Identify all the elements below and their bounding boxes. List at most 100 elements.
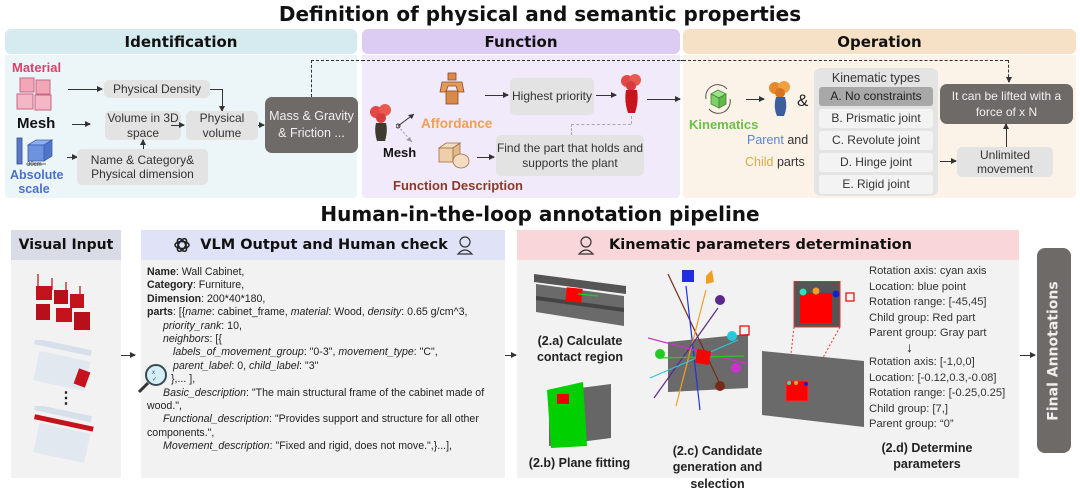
- cabinet-thumbnail-red: [36, 274, 90, 330]
- and-word: and: [787, 133, 809, 147]
- ruler-cube-icon: [16, 137, 54, 165]
- child-word: Child: [745, 155, 774, 169]
- unlimited-to-lifted-arrow: [1003, 123, 1009, 147]
- final-annotations-box: Final Annotations: [1037, 248, 1071, 453]
- param-before-list: Rotation axis: cyan axis Location: blue …: [869, 264, 1014, 342]
- kinematic-type-d: D. Hinge joint: [819, 153, 933, 172]
- movement-description-key: Movement_description: [163, 440, 270, 453]
- material-cubes-icon: [16, 77, 52, 111]
- contact-region-render: [534, 274, 626, 326]
- step-a-caption: (2.a) Calculate contact region: [536, 334, 624, 365]
- kinematics-label: Kinematics: [689, 117, 759, 132]
- affordance-to-priority-arrow: [485, 92, 509, 98]
- kinematic-types-title: Kinematic types: [831, 71, 921, 85]
- physical-volume-box: Physical volume: [186, 111, 258, 140]
- vase-to-kinematics-arrow: [647, 96, 681, 102]
- name-category-box: Name & Category& Physical dimension: [77, 149, 208, 185]
- parts-word: parts: [776, 155, 805, 169]
- movement-type-key: movement_type: [338, 346, 414, 359]
- category-key: Category: [147, 279, 193, 292]
- name-value: : Wall Cabinet,: [175, 266, 245, 278]
- blue-vase-icon: [769, 81, 790, 116]
- param-after-rotation-range: Rotation range: [-0.25,0.25]: [869, 387, 1006, 399]
- movement-group-key: labels_of_movement_group: [173, 346, 304, 359]
- absolute-scale-label: Absolute scale: [10, 168, 64, 196]
- identification-header: Identification: [5, 29, 357, 54]
- cabinet-thumbnail-shelf: [33, 406, 94, 464]
- kinematic-type-e: E. Rigid joint: [819, 175, 933, 194]
- visual-input-header: Visual Input: [11, 230, 121, 260]
- step-c-caption: (2.c) Candidate generation and selection: [672, 444, 763, 491]
- human-check-icon: [456, 236, 474, 255]
- magnifier-check-icon: x ✓: [137, 364, 167, 394]
- step-d-caption: (2.d) Determine parameters: [881, 441, 973, 472]
- functional-description-value: : "Provides support and structure for al…: [147, 413, 479, 439]
- density-to-volume-arrow: [219, 89, 225, 112]
- physical-density-box: Physical Density: [104, 80, 210, 98]
- final-annotations-label: Final Annotations: [1046, 280, 1063, 421]
- vlm-header-text: VLM Output and Human check: [200, 237, 448, 253]
- find-part-box: Find the part that holds and supports th…: [496, 135, 644, 176]
- vlm-to-kin-arrow: [505, 352, 517, 358]
- parent-label-key: parent_label: [173, 359, 232, 372]
- kinematic-type-a: A. No constraints: [819, 87, 933, 106]
- kinematic-params-header: Kinematic parameters determination: [517, 230, 1019, 260]
- find-dashed-up: [571, 124, 572, 135]
- parts-key: parts: [147, 306, 173, 319]
- movement-group-value: : "0-3",: [303, 346, 339, 359]
- top-title: Definition of physical and semantic prop…: [278, 2, 802, 26]
- human-annotator-icon: [577, 236, 595, 255]
- mesh-to-volume-arrow: [72, 121, 91, 127]
- name-to-volume-arrow: [140, 139, 146, 149]
- child-label-value: : "3": [299, 359, 319, 372]
- dashed-link-line-operation: [683, 60, 1008, 61]
- child-label-key: child_label: [248, 359, 300, 372]
- parent-and-line: Parent and: [747, 133, 808, 147]
- priority-key: priority_rank: [163, 319, 222, 332]
- param-after-parent-group: Parent group: “0”: [869, 418, 954, 430]
- ampersand: &: [797, 91, 809, 110]
- dashed-link-line-function: [362, 60, 680, 61]
- dashed-to-lifted-arrow: [1006, 60, 1012, 83]
- param-before-location: Location: blue point: [869, 280, 967, 293]
- candidate-axes-render: [648, 270, 750, 411]
- affordance-label: Affordance: [421, 116, 493, 131]
- function-description-label: Function Description: [393, 178, 523, 193]
- plane-fitting-render: [547, 382, 611, 448]
- param-after-rotation-axis: Rotation axis: [-1,0,0]: [869, 356, 975, 368]
- kinematics-cube-icon: [705, 84, 731, 114]
- openai-logo-icon: [174, 237, 191, 253]
- volume-3d-box: Volume in 3D space: [105, 111, 181, 140]
- kinematic-type-b: B. Prismatic joint: [819, 109, 933, 128]
- material-to-density-arrow: [68, 86, 103, 92]
- mass-gravity-friction-box: Mass & Gravity & Friction ...: [265, 97, 358, 153]
- functional-description-key: Functional_description: [163, 413, 269, 426]
- category-value: : Furniture,: [192, 279, 245, 292]
- function-mesh-label: Mesh: [383, 145, 417, 160]
- physvol-to-mass-arrow: [258, 122, 265, 128]
- part-name-key: name: [185, 306, 212, 319]
- scale-tick-label: 30cm: [27, 162, 42, 168]
- density-value: : 0.65 g/cm^3,: [401, 306, 468, 319]
- svg-text:x: x: [152, 370, 155, 376]
- cabinet-thumbnail-door: [33, 340, 92, 392]
- child-parts-line: Child parts: [745, 155, 805, 169]
- vlm-output-panel: Name: Wall Cabinet, Category: Furniture,…: [141, 260, 505, 478]
- neighbors-close: },... ],: [171, 373, 196, 386]
- kinematic-types-panel: Kinematic types A. No constraints B. Pri…: [814, 68, 938, 196]
- desc-to-find-arrow: [477, 154, 495, 160]
- function-description-icon: [437, 142, 470, 169]
- step-b-caption: (2.b) Plane fitting: [528, 456, 631, 470]
- dimension-value: : 200*40*180,: [201, 292, 266, 305]
- kin-to-final-arrow: [1020, 352, 1036, 358]
- hinge-to-unlimited-arrow: [940, 158, 957, 164]
- mass-dashed-connector: [311, 60, 312, 97]
- lifted-force-box: It can be lifted with a force of x N: [940, 84, 1073, 124]
- kinematic-type-c: C. Revolute joint: [819, 131, 933, 150]
- svg-text:✓: ✓: [152, 377, 157, 383]
- mesh-label: Mesh: [17, 115, 56, 132]
- flower-vase-icon: [370, 104, 391, 141]
- mesh-branch-arrows: [396, 113, 415, 143]
- bottom-title: Human-in-the-loop annotation pipeline: [320, 202, 760, 226]
- operation-header: Operation: [683, 29, 1076, 54]
